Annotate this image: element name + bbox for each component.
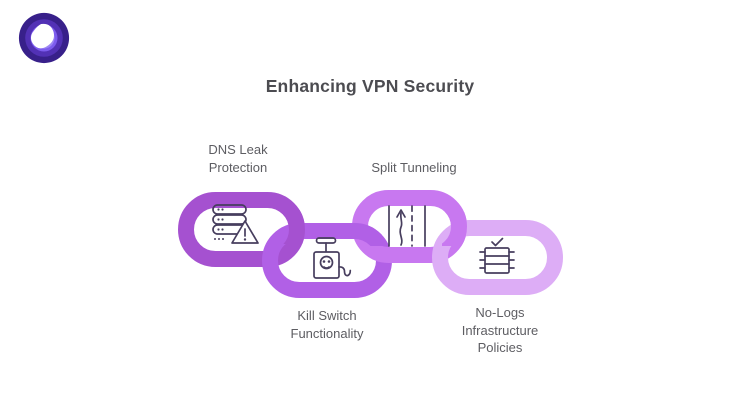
label-split-tunneling: Split Tunneling: [371, 160, 457, 175]
label-no-logs-infrastructure-policies: No-Logs Infrastructure Policies: [461, 305, 539, 356]
server-checklist-icon: [479, 237, 515, 274]
label-dns-leak-protection: DNS Leak Protection: [208, 142, 268, 175]
kill-switch-detonator-icon: [313, 237, 352, 279]
chain-ring: [432, 220, 563, 295]
chain-interlock-3-4: [442, 212, 467, 246]
split-tunnel-road-icon: [388, 205, 426, 247]
brand-logo-icon: [18, 12, 70, 64]
server-warning-icon: [212, 204, 259, 244]
chain-ring: [442, 212, 467, 246]
chain-ring: [278, 210, 305, 244]
label-kill-switch-functionality: Kill Switch Functionality: [290, 308, 364, 341]
chain-link-no-logs: [432, 220, 563, 295]
logo-pick-mark: [30, 23, 54, 49]
page-title: Enhancing VPN Security: [265, 76, 475, 96]
chain-interlock-1-2: [278, 210, 305, 244]
